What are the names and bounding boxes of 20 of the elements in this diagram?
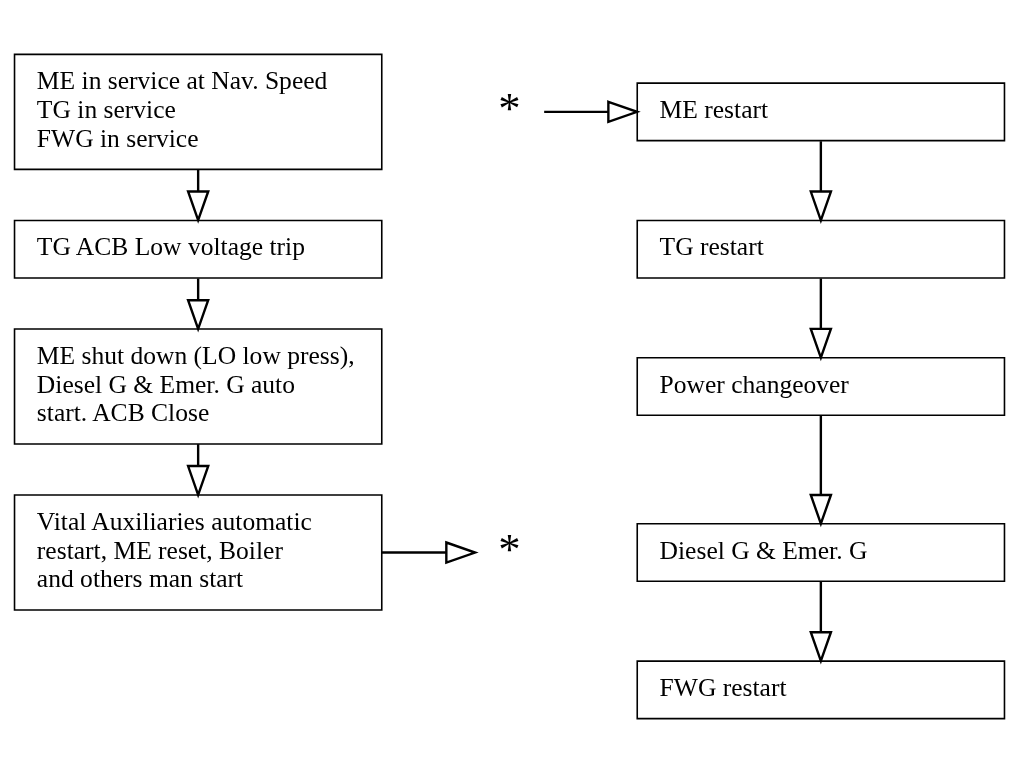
- arrow: [186, 444, 210, 499]
- arrow: [544, 100, 641, 124]
- arrow: [809, 415, 833, 528]
- arrow: [809, 581, 833, 665]
- arrow: [381, 540, 479, 565]
- node-box: Vital Auxiliaries automatic restart, ME reset, Boiler and others man start: [13, 494, 383, 611]
- node-box: Power changeover: [636, 356, 1006, 417]
- arrow: [186, 278, 210, 333]
- arrow: [809, 278, 833, 362]
- node-text: *: [498, 82, 521, 133]
- node-box: ME in service at Nav. Speed TG in service FWG in service: [13, 53, 383, 171]
- node-box: ME restart: [636, 82, 1006, 142]
- node-box: ME shut down (LO low press), Diesel G & Emer. G auto start. ACB Close: [13, 328, 383, 445]
- arrow: [809, 141, 833, 224]
- node-box: TG restart: [636, 219, 1006, 279]
- node-text: *: [498, 523, 521, 574]
- arrow: [186, 169, 210, 224]
- node-box: TG ACB Low voltage trip: [13, 219, 383, 279]
- node-box: Diesel G & Emer. G: [636, 523, 1006, 583]
- node-box: FWG restart: [636, 660, 1006, 720]
